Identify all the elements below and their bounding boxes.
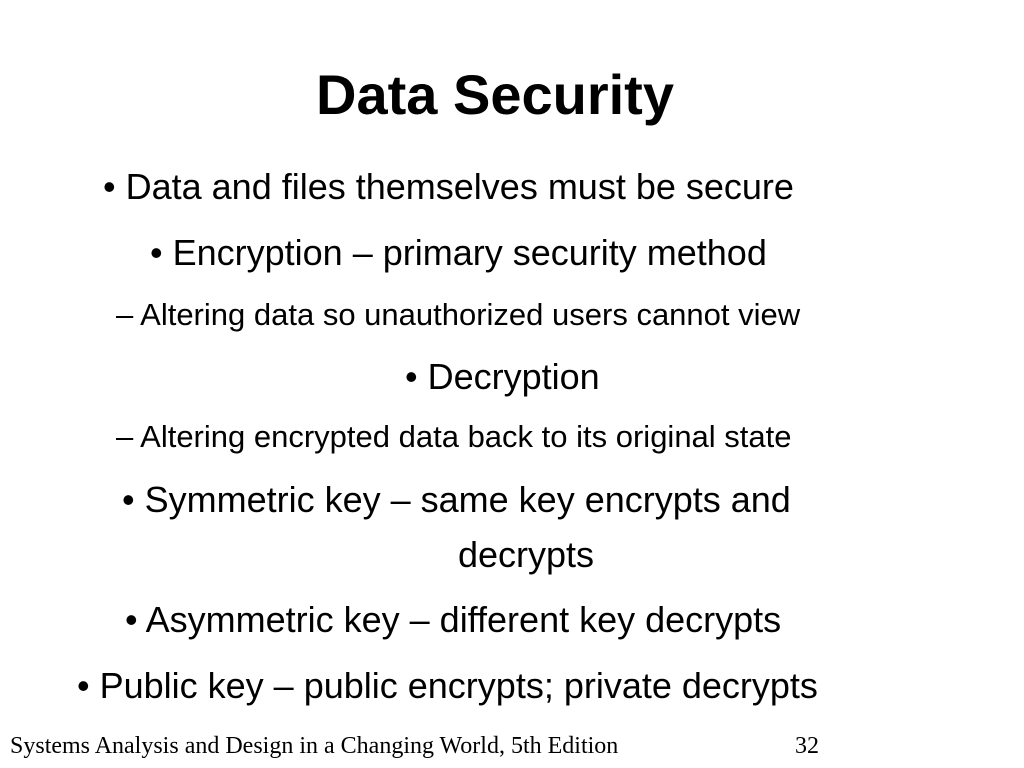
bullet-line: • Decryption [405,356,600,397]
bullet-line: • Symmetric key – same key encrypts and [122,479,791,520]
bullet-line-continuation: decrypts [458,534,595,575]
bullet-line: • Data and files themselves must be secu… [103,166,794,207]
page-number: 32 [795,733,819,759]
sub-bullet-line: – Altering encrypted data back to its or… [116,419,792,454]
footer-text: Systems Analysis and Design in a Changin… [10,733,619,759]
bullet-line: • Public key – public encrypts; private … [77,665,818,706]
bullet-line: • Encryption – primary security method [150,232,767,273]
slide-title: Data Security [316,63,674,126]
sub-bullet-line: – Altering data so unauthorized users ca… [116,297,801,332]
bullet-line: • Asymmetric key – different key decrypt… [125,599,782,640]
